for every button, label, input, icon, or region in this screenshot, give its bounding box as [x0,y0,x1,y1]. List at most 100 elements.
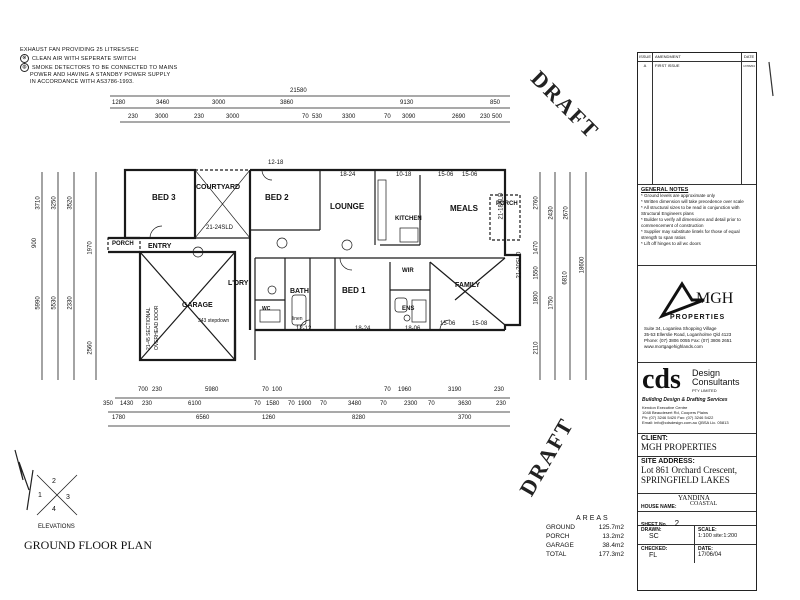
dim-top-r2-10: 2690 [452,114,466,120]
elevations-label: ELEVATIONS [38,524,75,530]
dim-left-5: 1970 [87,241,94,255]
dim-top-r2-2: 3000 [155,114,169,120]
door-label-2: 18-24 [340,172,356,178]
title-block: ISSUE AMENDMENT DATE A FIRST ISSUE 17/06… [637,52,757,591]
dim-right-4: 1470 [533,241,540,255]
room-courtyard: COURTYARD [196,184,241,191]
plan-title: GROUND FLOOR PLAN [24,538,153,552]
general-note: * Supplier may substitute lintels for th… [641,229,740,240]
house-name-1: YANDINA [678,494,710,502]
dim-left-7: 5530 [51,296,58,310]
dim-bot-4: 70 [262,387,269,393]
dim-top-r2-8: 70 [384,114,391,120]
room-linen: linen [292,316,303,322]
dim-bot-r3-4: 8280 [352,415,366,421]
dim-bot-6: 70 [384,387,391,393]
door-label-11: 15-06 [440,321,456,327]
dim-bot-r2-6: 1580 [266,401,280,407]
site-line-2: SPRINGFIELD LAKES [641,475,730,485]
mgh-address: Suite 34, Loganlea Shopping Village 35-5… [644,326,732,349]
house-panel: HOUSE NAME: YANDINA COASTAL [638,494,756,512]
checked-date-panel: CHECKED: FL DATE: 17/06/04 [638,545,756,563]
dim-bot-r2-4: 6100 [188,401,202,407]
dim-bot-r2-8: 1900 [298,401,312,407]
dim-bot-2: 230 [152,387,163,393]
site-line-1: Lot 861 Orchard Crescent, [641,465,737,475]
mgh-logo-text: MGH [696,290,734,307]
dim-top-r2-11: 230 [480,114,491,120]
room-lounge: LOUNGE [330,202,365,211]
door-label-7: 21-20SLD [516,251,523,279]
dim-top-r2-6: 530 [312,114,323,120]
dim-bot-r2-9: 70 [320,401,327,407]
revision-blank [638,70,756,185]
dim-right-8: 18600 [579,256,586,274]
room-kitchen: KITCHEN [395,216,422,222]
cds-logo-panel: cds Design Consultants PTY LIMITED Build… [638,363,756,434]
dim-bot-r2-10: 3480 [348,401,362,407]
room-entry: ENTRY [148,243,172,250]
dim-top-3: 3000 [212,100,226,106]
dim-bot-8: 3190 [448,387,462,393]
exhaust-note: EXHAUST FAN PROVIDING 25 LITRES/SEC [20,47,139,53]
dim-top-r2-7: 3300 [342,114,356,120]
room-porch-front: PORCH [112,241,134,247]
room-ldry: L'DRY [228,280,249,287]
drawn-cell: DRAWN: SC [638,526,695,544]
dim-left-3: 3520 [67,196,74,210]
smoke-note-3: IN ACCORDANCE WITH AS3786-1993. [30,79,135,85]
room-bed2: BED 2 [265,193,289,202]
margin-mark [768,61,774,97]
dim-top-5: 9130 [400,100,414,106]
general-note: * Ground levels are approximate only [641,193,716,198]
dim-bot-5: 100 [272,387,283,393]
dim-bot-r2-3: 230 [142,401,153,407]
room-porch-rear: PORCH [496,201,518,207]
clean-air-note: CLEAN AIR WITH SEPERATE SWITCH [32,55,136,62]
dim-bot-r2-1: 350 [103,401,114,407]
dim-bot-1: 700 [138,387,149,393]
dim-right-9: 6810 [562,271,569,285]
dim-right-7: 1750 [548,296,555,310]
door-label-3: 10-18 [396,172,412,178]
dim-right-3: 2670 [563,206,570,220]
cds-tag: PTY LIMITED [692,388,717,393]
dim-top-r2-1: 230 [128,114,139,120]
general-note: * All structural sizes to be read in con… [641,205,740,216]
dim-top-r2-9: 3090 [402,114,416,120]
dim-top-r2-5: 70 [302,114,309,120]
elevation-num-3: 3 [66,494,70,501]
door-label-1: 12-18 [268,160,284,166]
exhaust-fan-icon: ⊗ [20,54,29,63]
general-note: * Written dimension will take precedence… [641,199,744,204]
elevation-num-4: 4 [52,506,56,513]
garage-door-note-1: 21-45 SECTIONAL [146,307,152,350]
garage-stepdown: 343 stepdown [198,318,230,324]
client-label: CLIENT: [641,435,668,442]
areas-title: AREAS [576,515,610,522]
house-label: HOUSE NAME: [641,504,677,510]
revision-row: A FIRST ISSUE 17/06/04 [638,62,756,70]
dim-bot-r2-5: 70 [254,401,261,407]
dim-bot-r2-7: 70 [288,401,295,407]
site-panel: SITE ADDRESS: Lot 861 Orchard Crescent, … [638,457,756,494]
dim-bot-3: 5980 [205,387,219,393]
door-label-9: 18-24 [355,326,371,332]
dim-top-6: 850 [490,100,501,106]
mgh-logo-icon [658,281,705,319]
mgh-logo-sub: PROPERTIES [670,314,726,321]
dim-left-4: 900 [32,237,39,249]
general-notes: GENERAL NOTES * Ground levels are approx… [638,185,756,266]
elevation-num-1: 1 [38,492,42,499]
dim-bot-r2-14: 3630 [458,401,472,407]
sheet-panel: SHEET No. 2 [638,512,756,528]
dim-right-10: 2110 [533,341,540,355]
dim-right-5: 1550 [533,266,540,280]
door-label-8: 12-12 [296,326,312,332]
dim-bot-r3-2: 6560 [196,415,210,421]
dim-bot-r2-13: 70 [428,401,435,407]
dim-right-6: 1800 [533,291,540,305]
dim-top-r2-4: 3000 [226,114,240,120]
